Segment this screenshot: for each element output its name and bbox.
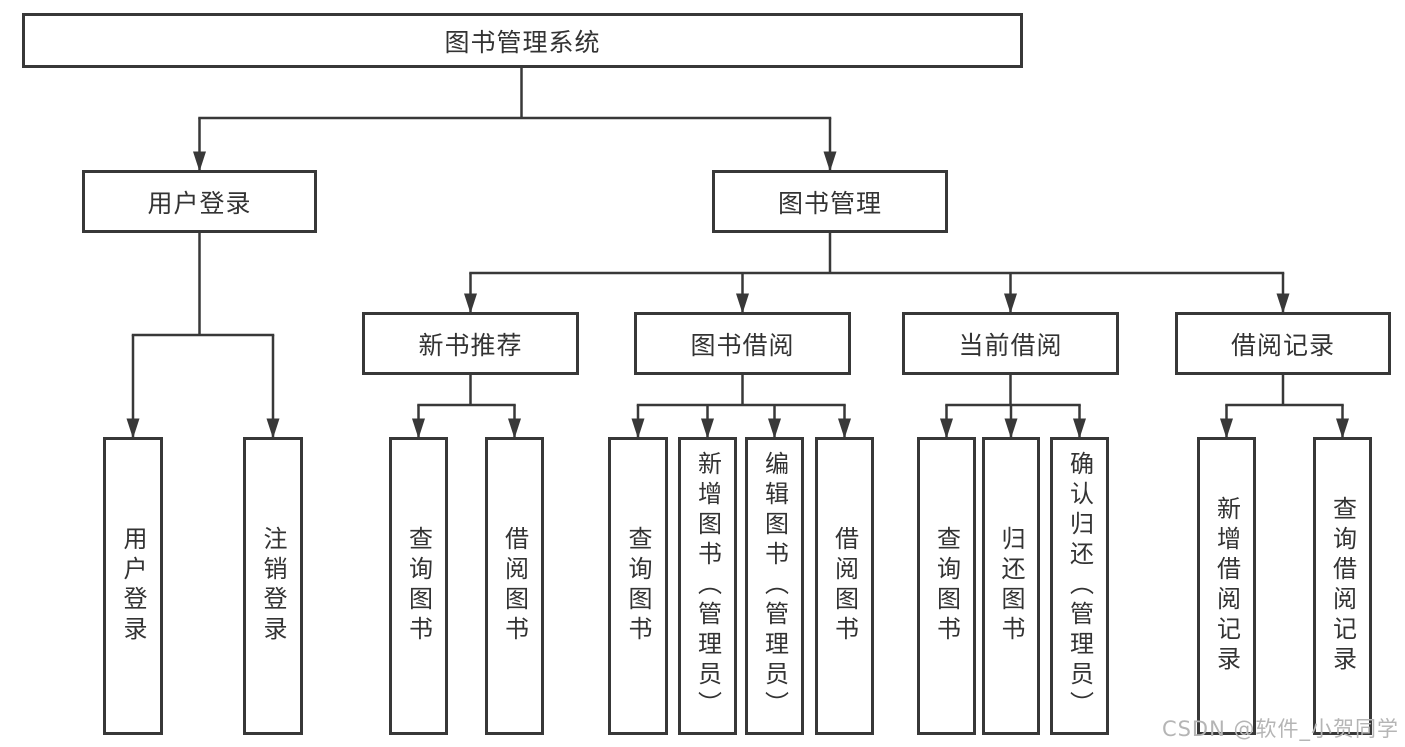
leaf-label: 编辑图书（管理员） bbox=[760, 451, 789, 721]
node-new-book-recommendation: 新书推荐 bbox=[362, 312, 579, 375]
node-label: 图书管理 bbox=[777, 188, 882, 218]
leaf-query-books-borrowing: 查询图书 bbox=[608, 437, 668, 735]
node-book-management: 图书管理 bbox=[712, 170, 948, 233]
leaf-label: 确认归还（管理员） bbox=[1065, 451, 1094, 721]
node-user-login: 用户登录 bbox=[82, 170, 317, 233]
node-borrowing-records: 借阅记录 bbox=[1175, 312, 1391, 375]
node-label: 用户登录 bbox=[147, 188, 252, 218]
leaf-confirm-return-admin: 确认归还（管理员） bbox=[1050, 437, 1109, 735]
leaf-query-books-recommend: 查询图书 bbox=[389, 437, 448, 735]
node-label: 借阅记录 bbox=[1230, 330, 1335, 360]
leaf-label: 新增借阅记录 bbox=[1212, 496, 1241, 676]
leaf-query-borrow-record: 查询借阅记录 bbox=[1313, 437, 1372, 735]
node-current-borrowing: 当前借阅 bbox=[902, 312, 1119, 375]
connector-arrows bbox=[126, 118, 1349, 439]
leaf-label: 用户登录 bbox=[119, 526, 147, 646]
leaf-edit-books-admin: 编辑图书（管理员） bbox=[745, 437, 804, 735]
node-label: 新书推荐 bbox=[418, 330, 523, 360]
node-label: 图书借阅 bbox=[690, 330, 795, 360]
node-label: 当前借阅 bbox=[958, 330, 1063, 360]
leaf-borrow-books-borrowing: 借阅图书 bbox=[815, 437, 874, 735]
leaf-return-books: 归还图书 bbox=[982, 437, 1040, 735]
leaf-add-books-admin: 新增图书（管理员） bbox=[678, 437, 737, 735]
leaf-label: 新增图书（管理员） bbox=[693, 451, 722, 721]
node-library-management-system: 图书管理系统 bbox=[22, 13, 1023, 68]
leaf-label: 归还图书 bbox=[997, 526, 1025, 646]
leaf-label: 查询图书 bbox=[404, 526, 433, 646]
leaf-borrow-books-recommend: 借阅图书 bbox=[485, 437, 544, 735]
leaf-query-books-current: 查询图书 bbox=[917, 437, 976, 735]
leaf-user-login: 用户登录 bbox=[103, 437, 163, 735]
leaf-label: 借阅图书 bbox=[500, 526, 529, 646]
leaf-label: 查询图书 bbox=[932, 526, 961, 646]
leaf-label: 注销登录 bbox=[259, 526, 287, 646]
leaf-add-borrow-record: 新增借阅记录 bbox=[1197, 437, 1256, 735]
leaf-label: 借阅图书 bbox=[830, 526, 859, 646]
csdn-watermark: CSDN @软件_小贺同学 bbox=[1161, 717, 1399, 741]
connector-trunks bbox=[131, 66, 1344, 407]
leaf-label: 查询图书 bbox=[624, 526, 652, 646]
node-book-borrowing: 图书借阅 bbox=[634, 312, 851, 375]
leaf-label: 查询借阅记录 bbox=[1328, 496, 1357, 676]
node-label: 图书管理系统 bbox=[444, 27, 601, 57]
leaf-logout: 注销登录 bbox=[243, 437, 303, 735]
